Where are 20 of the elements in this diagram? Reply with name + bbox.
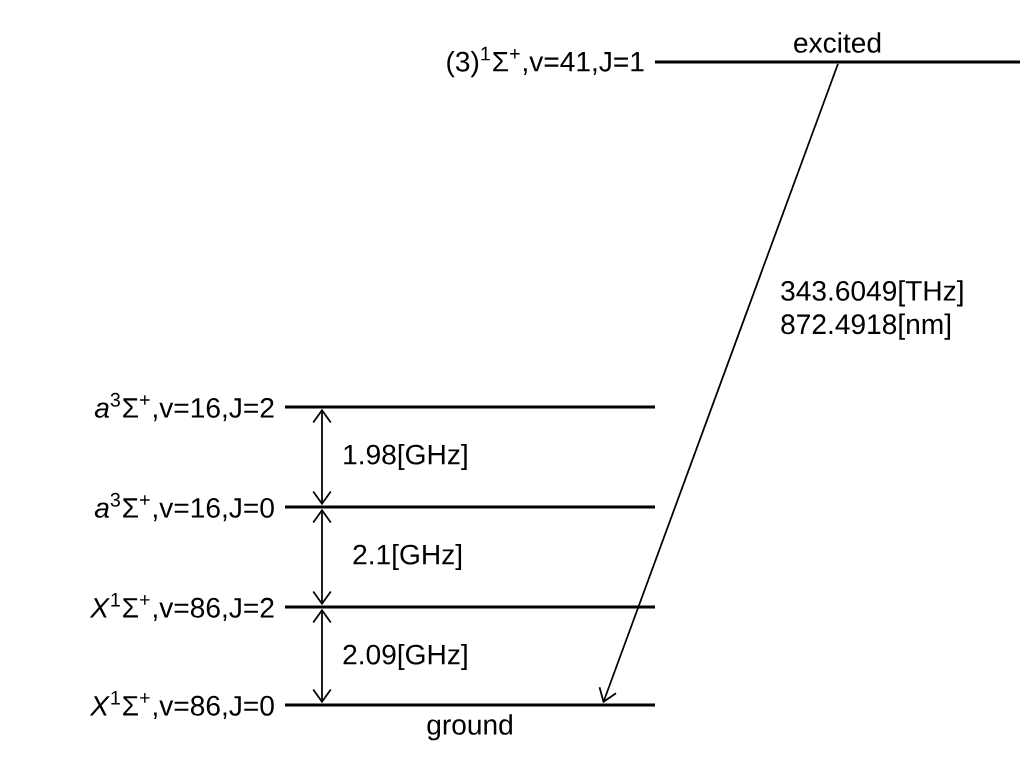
state-label: a$^{3}$Σ$^{+}$,v=16,J=2 <box>94 392 274 422</box>
edge-label: 2.1[GHz] <box>353 543 462 571</box>
energy-level-line <box>447 32 1020 78</box>
arrow <box>598 62 839 704</box>
energy-level-line <box>94 492 655 522</box>
arrow <box>312 508 332 606</box>
arrow <box>312 408 332 506</box>
level-caption: excited <box>794 32 881 53</box>
arrow <box>312 608 332 704</box>
level-caption: ground <box>427 714 512 741</box>
edge-label: 2.09[GHz] <box>343 643 467 671</box>
state-label: X$^{1}$Σ$^{+}$,v=86,J=2 <box>89 592 274 622</box>
state-label: (3)$^{1}$Σ$^{+}$,v=41,J=1 <box>447 46 644 78</box>
state-label: a$^{3}$Σ$^{+}$,v=16,J=0 <box>94 492 274 522</box>
edge-label: 1.98[GHz] <box>344 443 467 471</box>
edge-label: 343.6049[THz] 872.4918[nm] <box>781 280 963 340</box>
energy-level-line <box>89 592 655 622</box>
energy-level-line <box>94 392 655 422</box>
state-label: X$^{1}$Σ$^{+}$,v=86,J=0 <box>89 690 274 720</box>
energy-level-line <box>89 690 655 741</box>
